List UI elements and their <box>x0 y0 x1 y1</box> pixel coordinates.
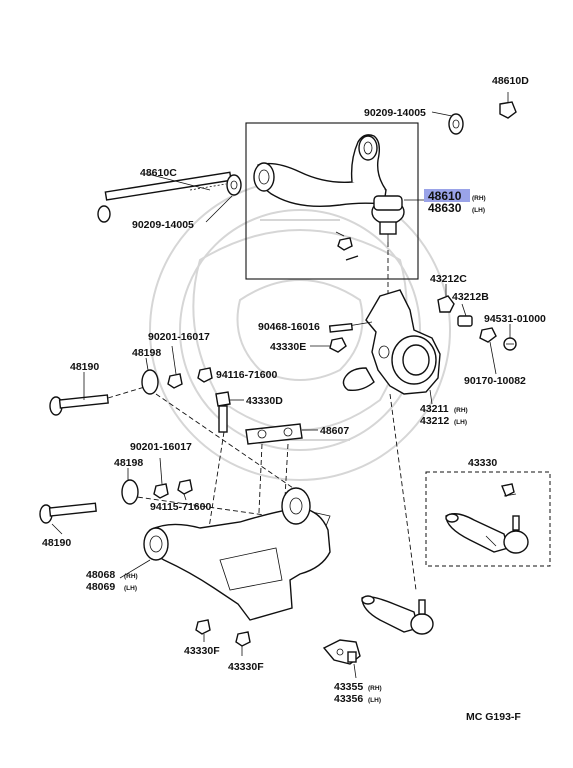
nut-43330e[interactable] <box>329 337 347 353</box>
label-43330f-b[interactable]: 43330F <box>228 661 264 673</box>
bracket-48607[interactable] <box>245 423 303 445</box>
nut-43212c[interactable] <box>437 295 455 313</box>
label-48069[interactable]: 48069 <box>86 581 115 593</box>
grease-fitting-94531[interactable] <box>503 337 517 351</box>
label-43356[interactable]: 43356 <box>334 693 363 705</box>
washer-48198-bottom[interactable] <box>121 479 139 505</box>
bracket-43355[interactable] <box>322 639 361 665</box>
upper-ball-joint[interactable] <box>371 195 405 242</box>
lower-ball-joint[interactable] <box>361 595 434 635</box>
selected-part-highlight <box>424 189 470 202</box>
nut-43330f-b[interactable] <box>235 631 251 647</box>
label-94116[interactable]: 94116-71600 <box>216 369 277 381</box>
washer-90209-left[interactable] <box>226 174 242 196</box>
label-90209-top[interactable]: 90209-14005 <box>364 107 426 119</box>
label-48069-lh: (LH) <box>124 585 137 592</box>
washer-90209-top[interactable] <box>448 113 464 135</box>
label-43355-rh: (RH) <box>368 685 382 692</box>
label-48630[interactable]: 48630 <box>428 201 462 215</box>
label-48610[interactable]: 48610 <box>428 189 462 203</box>
label-48068-rh: (RH) <box>124 573 138 580</box>
steering-knuckle[interactable] <box>342 289 441 395</box>
nut-90201-bottom[interactable] <box>153 483 169 499</box>
bolt-48610c[interactable] <box>97 171 232 223</box>
part-labels: 48610D 90209-14005 48610C 90209-14005 48… <box>42 75 546 723</box>
label-48610-rh: (RH) <box>472 195 486 202</box>
label-48190-a[interactable]: 48190 <box>70 361 99 373</box>
bolt-48190-top[interactable] <box>49 394 109 416</box>
label-48190-b[interactable]: 48190 <box>42 537 71 549</box>
label-90468[interactable]: 90468-16016 <box>258 321 320 333</box>
label-94115[interactable]: 94115-71600 <box>150 501 211 513</box>
ball-joint-kit-box <box>425 471 551 567</box>
reference-code: MC G193-F <box>466 711 521 723</box>
label-43330d[interactable]: 43330D <box>246 395 283 407</box>
label-43211-rh: (RH) <box>454 407 468 414</box>
label-43355[interactable]: 43355 <box>334 681 363 693</box>
label-90209-left[interactable]: 90209-14005 <box>132 219 194 231</box>
label-48068[interactable]: 48068 <box>86 569 115 581</box>
label-43212b[interactable]: 43212B <box>452 291 489 303</box>
nut-90170[interactable] <box>479 327 497 343</box>
label-48607[interactable]: 48607 <box>320 425 349 437</box>
nut-43330f-a[interactable] <box>195 619 211 635</box>
label-94531[interactable]: 94531-01000 <box>484 313 546 325</box>
bolt-48190-bottom[interactable] <box>39 502 97 524</box>
small-nut-icon <box>335 231 359 261</box>
ball-joint-43330[interactable] <box>445 483 529 554</box>
label-48610c[interactable]: 48610C <box>140 167 177 179</box>
label-48198-b[interactable]: 48198 <box>114 457 143 469</box>
label-43356-lh: (LH) <box>368 697 381 704</box>
bolt-43330d[interactable] <box>215 391 231 433</box>
label-48610d[interactable]: 48610D <box>492 75 529 87</box>
upper-arm-box <box>245 122 419 280</box>
label-43212-lh: (LH) <box>454 419 467 426</box>
label-43211[interactable]: 43211 <box>420 403 449 415</box>
label-43330[interactable]: 43330 <box>468 457 497 469</box>
label-48630-lh: (LH) <box>472 207 485 214</box>
label-43212c[interactable]: 43212C <box>430 273 467 285</box>
label-43330f-a[interactable]: 43330F <box>184 645 220 657</box>
bolt-90468[interactable] <box>328 322 353 333</box>
label-43330e[interactable]: 43330E <box>270 341 306 353</box>
nut-94115[interactable] <box>177 479 193 495</box>
label-43212[interactable]: 43212 <box>420 415 449 427</box>
washer-48198-top[interactable] <box>141 369 159 395</box>
nut-94116[interactable] <box>197 367 213 383</box>
upper-control-arm[interactable] <box>253 134 387 207</box>
label-90170[interactable]: 90170-10082 <box>464 375 526 387</box>
bolt-43212b[interactable] <box>457 315 473 327</box>
nut-48610d[interactable] <box>499 101 517 119</box>
nut-90201-top[interactable] <box>167 373 183 389</box>
label-48198-a[interactable]: 48198 <box>132 347 161 359</box>
label-90201-b[interactable]: 90201-16017 <box>130 441 192 453</box>
lower-control-arm[interactable] <box>143 487 331 621</box>
label-90201-a[interactable]: 90201-16017 <box>148 331 210 343</box>
